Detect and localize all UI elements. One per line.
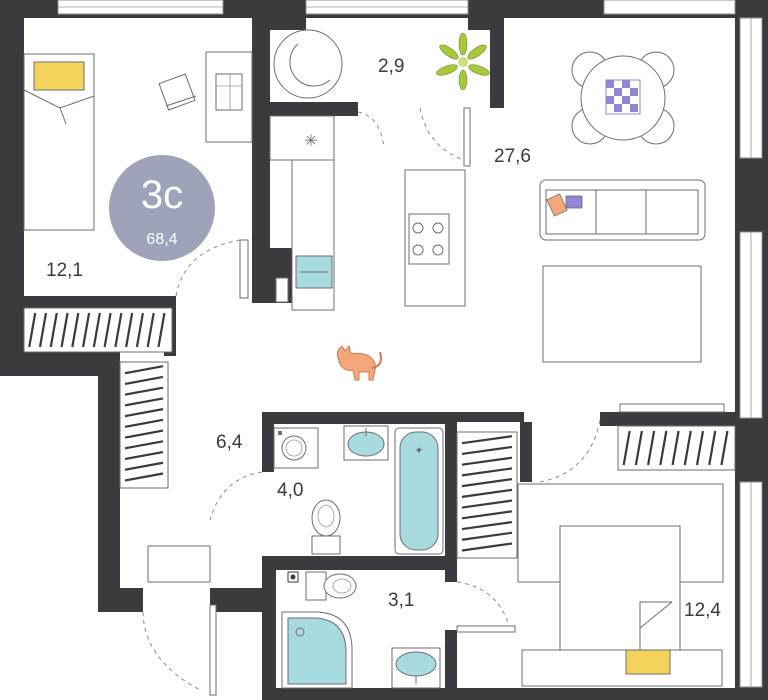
shelf-stroke [124,375,164,386]
shelf-stroke [461,531,513,541]
door-arc [175,239,241,297]
shelf-stroke [124,472,164,482]
shelf-stroke [157,312,166,348]
shelf-stroke [461,435,513,445]
shelf-stroke [461,510,513,520]
sofa-icon [539,179,706,241]
shelf-stroke [683,430,692,466]
shelf-stroke [659,430,668,466]
shelf-stroke [461,520,513,531]
shelf-stroke [461,478,513,488]
shelf-stroke [135,312,145,348]
rug-icon [542,265,702,363]
shelf-stroke [124,418,164,428]
sink-icon [275,255,333,303]
chair-icon [158,73,197,111]
shelf-stroke [92,312,101,348]
shelf-stroke [124,386,164,396]
shelf-stroke [720,430,729,466]
shelf-stroke [461,467,513,477]
round-table-icon [273,29,343,99]
bed-icon [521,525,723,687]
shelf-stroke [708,430,717,466]
shelf-stroke [124,408,164,418]
area-hallway: 6,4 [216,432,243,453]
shower-icon [281,611,353,689]
door-arc [539,419,601,483]
badge-rooms: 3с [141,173,183,217]
wardrobe-icon [119,361,169,489]
area-living-kitchen: 27,6 [494,146,531,167]
shelf-stroke [114,312,123,348]
shelf-stroke [28,312,37,348]
area-toilet: 3,1 [388,590,414,611]
bathtub-icon: ✦ [394,427,444,555]
badge-area: 68,4 [146,231,177,248]
toilet-icon [305,571,357,601]
shelf-stroke [695,430,705,466]
shelf-stroke [647,430,656,466]
windows [57,0,763,688]
shelf-stroke [71,312,80,348]
shelf-stroke [81,312,91,348]
shelf-stroke [671,430,680,466]
shelf-stroke [124,461,164,471]
sink-icon [391,647,441,689]
shelf-stroke [124,365,164,375]
shelf-stroke [125,312,134,348]
shelf-stroke [49,312,58,348]
entrance-door-arc [142,611,201,691]
shelf-stroke [146,312,155,348]
shelf-stroke [124,450,164,461]
washing-machine-icon [273,427,319,469]
shelf-stroke [60,312,69,348]
wardrobe-icon [456,431,518,559]
apartment-badge: 3с 68,4 [109,155,215,261]
area-balcony: 2,9 [378,56,404,77]
shelf-stroke [124,440,164,450]
shelf-stroke [461,499,513,509]
shelf-stroke [461,488,513,498]
shelf-stroke [622,430,631,466]
shelf-stroke [634,430,643,466]
area-bathroom: 4,0 [277,480,303,501]
svg-text:✳: ✳ [304,133,317,150]
shelf-stroke [461,456,513,466]
door-arc [357,111,385,149]
svg-text:✦: ✦ [414,445,423,457]
shelf-stroke [103,312,112,348]
toilet-icon [311,499,341,555]
door-arc [456,581,511,631]
wardrobe-icon [23,307,173,353]
plant-icon [436,32,490,91]
shelf-stroke [124,397,164,407]
door-arc [209,471,263,521]
door-arc [419,107,471,163]
shelf-stroke [461,542,513,552]
tv-stand [619,403,725,413]
cat-icon [336,344,382,381]
dining-table-icon [571,51,675,145]
desk-icon [205,51,253,143]
stove-icon [404,169,466,307]
bed-icon [23,53,95,231]
badge-circle [109,155,215,261]
area-bedroom-right: 12,4 [684,600,721,621]
area-bedroom-left: 12,1 [46,260,83,281]
shelf-stroke [38,312,48,348]
wardrobe-icon [617,425,736,471]
shelf-stroke [461,445,513,456]
sink-icon [343,425,389,461]
shelf-stroke [124,429,164,439]
